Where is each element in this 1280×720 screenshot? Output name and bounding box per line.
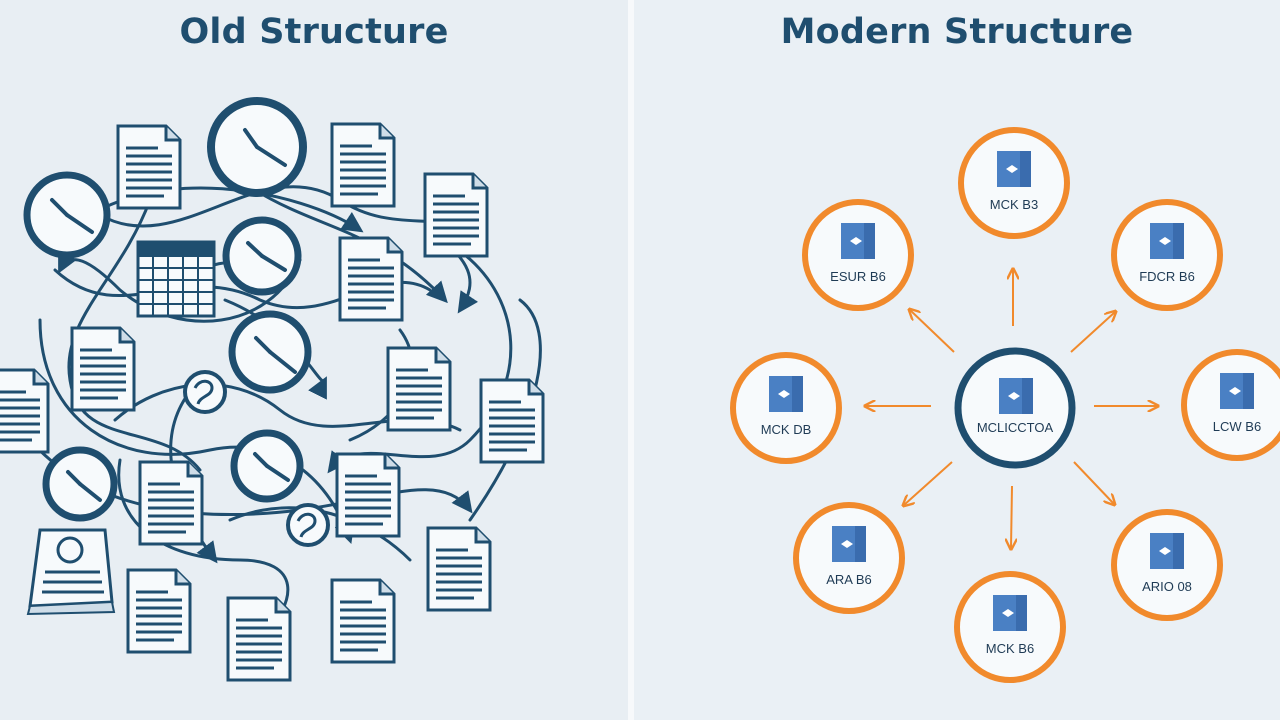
- folder-icon: [841, 223, 875, 259]
- document-icon: [226, 596, 292, 682]
- satellite-node-top-right: FDCR B6: [1111, 199, 1223, 311]
- document-icon: [479, 378, 545, 464]
- document-icon: [138, 460, 204, 546]
- satellite-node-top-left: ESUR B6: [802, 199, 914, 311]
- folder-icon: [999, 378, 1033, 414]
- folder-icon: [1150, 533, 1184, 569]
- hub-spoke-arrows: [866, 270, 1157, 548]
- spreadsheet-icon: [136, 240, 216, 318]
- satellite-node-left: MCK DB: [730, 352, 842, 464]
- clock-icon: [42, 446, 118, 522]
- node-label: ESUR B6: [830, 269, 886, 284]
- folder-icon: [997, 151, 1031, 187]
- folder-icon: [1150, 223, 1184, 259]
- document-icon: [335, 452, 401, 538]
- clock-icon: [228, 310, 312, 394]
- satellite-node-top: MCK B3: [958, 127, 1070, 239]
- spoke-arrow-top-right: [1070, 312, 1115, 353]
- modern-structure-panel: Modern Structure MCLICCTOA MCK B3 FDCR B6…: [634, 0, 1280, 720]
- clock-icon: [207, 97, 307, 197]
- node-label: ARIO 08: [1142, 579, 1192, 594]
- document-icon: [423, 172, 489, 258]
- document-icon: [116, 124, 182, 210]
- document-icon: [338, 236, 404, 322]
- spoke-arrow-top-left: [910, 310, 955, 353]
- clock-icon: [230, 429, 304, 503]
- document-icon: [70, 326, 136, 412]
- document-icon: [386, 346, 452, 432]
- spoke-arrow-bottom-left: [904, 461, 953, 505]
- panel-divider: [628, 0, 634, 720]
- folder-icon: [1220, 373, 1254, 409]
- hub-node: MCLICCTOA: [954, 347, 1076, 469]
- old-structure-title: Old Structure: [179, 12, 449, 52]
- node-label: MCK B3: [990, 197, 1038, 212]
- clock-icon: [23, 171, 111, 259]
- satellite-node-bottom: MCK B6: [954, 571, 1066, 683]
- old-structure-diagram: [0, 97, 545, 682]
- folder-icon: [769, 376, 803, 412]
- spoke-arrow-bottom-right: [1073, 461, 1114, 504]
- folder-icon: [832, 526, 866, 562]
- node-label: MCK DB: [761, 422, 812, 437]
- folder-icon: [993, 595, 1027, 631]
- hub-label: MCLICCTOA: [977, 420, 1054, 435]
- spoke-arrow-bottom: [1011, 485, 1012, 548]
- satellite-node-bottom-right: ARIO 08: [1111, 509, 1223, 621]
- document-icon: [0, 368, 50, 454]
- document-icon: [426, 526, 492, 612]
- clock-icon: [222, 216, 302, 296]
- node-label: MCK B6: [986, 641, 1034, 656]
- swirl-badge-icon: [183, 370, 227, 414]
- node-label: FDCR B6: [1139, 269, 1195, 284]
- node-label: ARA B6: [826, 572, 872, 587]
- modern-structure-title: Modern Structure: [780, 12, 1134, 52]
- old-structure-panel: Old Structure: [0, 0, 628, 720]
- swirl-badge-icon: [286, 503, 330, 547]
- satellite-node-right: LCW B6: [1181, 349, 1280, 461]
- satellite-node-bottom-left: ARA B6: [793, 502, 905, 614]
- ledger-book-icon: [26, 528, 116, 616]
- document-icon: [330, 578, 396, 664]
- node-label: LCW B6: [1213, 419, 1261, 434]
- document-icon: [330, 122, 396, 208]
- modern-structure-diagram: MCLICCTOA MCK B3 FDCR B6 LCW B6 ARIO 08 MCK …: [730, 127, 1280, 683]
- document-icon: [126, 568, 192, 654]
